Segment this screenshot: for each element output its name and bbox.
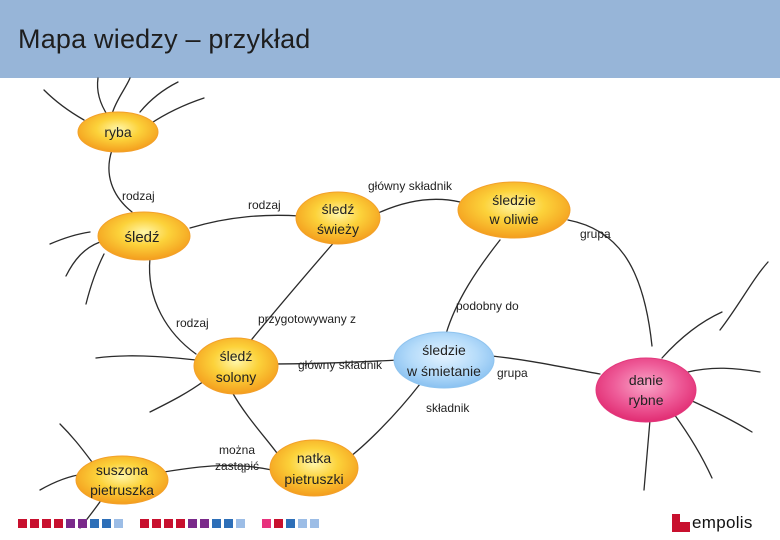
edge-label-grupa: grupa: [497, 366, 528, 380]
edge-label-skladnik: składnik: [426, 401, 470, 415]
node-sledzie-w-smietanie[interactable]: śledzie w śmietanie: [393, 331, 495, 389]
footer-square: [42, 519, 51, 528]
edge-label-mozna-zastapic-line1: można: [219, 443, 255, 457]
node-ryba[interactable]: ryba: [77, 111, 159, 153]
footer-square: [200, 519, 209, 528]
footer-square: [114, 519, 123, 528]
edge-solony-smietanie: [267, 359, 399, 365]
edge-label-rodzaj: rodzaj: [248, 198, 281, 212]
node-suszona-pietruszka[interactable]: suszona pietruszka: [75, 455, 169, 505]
node-natka-line2: pietruszki: [284, 471, 343, 487]
brand-name: empolis: [692, 513, 753, 532]
node-sledzie-oliwie-line1: śledzie: [492, 192, 536, 208]
edge-label-grupa: grupa: [580, 227, 611, 241]
footer-square: [274, 519, 283, 528]
footer-square: [298, 519, 307, 528]
footer-square: [66, 519, 75, 528]
edge-oliwie-danie: [567, 219, 653, 347]
node-sledzie-smietanie-line1: śledzie: [422, 342, 466, 358]
node-sledzie-oliwie-line2: w oliwie: [488, 211, 538, 227]
edge-sledz-swiezy: [189, 214, 301, 229]
footer-square: [30, 519, 39, 528]
edge-label-rodzaj: rodzaj: [176, 316, 209, 330]
footer-square: [236, 519, 245, 528]
footer-square: [90, 519, 99, 528]
node-suszona-line1: suszona: [96, 462, 148, 478]
edge-sledz-deco: [85, 253, 105, 305]
edge-danie-deco: [719, 261, 769, 331]
edge-ryba-deco: [43, 89, 85, 121]
edge-danie-deco: [673, 413, 713, 479]
edge-oliwie-smietanie: [445, 239, 501, 335]
footer-square: [102, 519, 111, 528]
edge-solony-deco: [95, 355, 197, 361]
node-natka-line1: natka: [297, 450, 331, 466]
edge-label-mozna-zastapic-line2: zastąpić: [215, 459, 259, 473]
footer-square: [224, 519, 233, 528]
node-sledz-label: śledź: [124, 229, 159, 246]
edge-solony-swiezy: [247, 239, 337, 345]
edge-labels: rodzaj rodzaj główny składnik grupa rodz…: [122, 179, 611, 473]
edge-ryba-deco: [139, 81, 179, 113]
node-ryba-label: ryba: [104, 124, 131, 140]
edge-label-glowny-skladnik: główny składnik: [298, 358, 383, 372]
edge-natka-suszona: [163, 464, 273, 473]
node-danie-rybne-line2: rybne: [628, 392, 663, 408]
footer-square: [54, 519, 63, 528]
footer-square: [212, 519, 221, 528]
node-sledz-solony[interactable]: śledź solony: [193, 337, 279, 395]
edge-sledz-deco: [65, 241, 101, 277]
edge-suszona-deco: [59, 423, 93, 463]
node-danie-rybne-line1: danie: [629, 372, 663, 388]
edge-smietanie-natka: [345, 383, 421, 461]
brand-mark-icon: [672, 514, 690, 532]
node-sledz[interactable]: śledź: [97, 211, 191, 261]
node-sledz-swiezy[interactable]: śledź świeży: [295, 191, 381, 245]
edge-label-przygotowywany-z: przygotowywany z: [258, 312, 356, 326]
edge-danie-deco: [687, 367, 761, 373]
edge-danie-deco: [661, 311, 723, 359]
node-suszona-line2: pietruszka: [90, 482, 154, 498]
node-natka-pietruszki[interactable]: natka pietruszki: [269, 439, 359, 497]
footer-square: [262, 519, 271, 528]
edge-label-podobny-do: podobny do: [456, 299, 519, 313]
footer-square: [310, 519, 319, 528]
edge-label-rodzaj: rodzaj: [122, 189, 155, 203]
footer-square: [140, 519, 149, 528]
footer-decoration: [18, 519, 319, 528]
footer-square: [152, 519, 161, 528]
slide-title: Mapa wiedzy – przykład: [18, 24, 311, 54]
edge-ryba-deco: [111, 77, 131, 115]
edge-danie-deco: [689, 399, 753, 433]
map-edges: [39, 77, 769, 529]
edge-sledz-deco: [49, 231, 91, 245]
node-danie-rybne[interactable]: danie rybne: [595, 357, 697, 423]
edge-smietanie-danie: [491, 355, 601, 375]
node-sledz-solony-line2: solony: [216, 369, 256, 385]
node-sledzie-smietanie-line2: w śmietanie: [406, 363, 481, 379]
edge-danie-deco: [643, 419, 651, 491]
node-sledz-swiezy-line2: świeży: [317, 221, 359, 237]
edge-ryba-deco: [149, 97, 205, 125]
brand-logo: empolis: [672, 512, 753, 534]
edge-sledz-solony: [148, 257, 197, 355]
edge-solony-deco: [149, 377, 209, 413]
node-sledz-solony-line1: śledź: [220, 348, 253, 364]
edge-swiezy-oliwie: [375, 198, 461, 215]
footer-square: [164, 519, 173, 528]
node-sledzie-w-oliwie[interactable]: śledzie w oliwie: [457, 181, 571, 239]
node-sledz-swiezy-line1: śledź: [322, 201, 355, 217]
edge-label-glowny-skladnik: główny składnik: [368, 179, 453, 193]
edge-ryba-sledz: [108, 149, 133, 213]
footer-square: [18, 519, 27, 528]
edge-ryba-deco: [96, 77, 109, 117]
footer-square: [188, 519, 197, 528]
footer-square: [286, 519, 295, 528]
footer-square: [176, 519, 185, 528]
footer-square: [78, 519, 87, 528]
title-bar: Mapa wiedzy – przykład: [0, 0, 780, 78]
